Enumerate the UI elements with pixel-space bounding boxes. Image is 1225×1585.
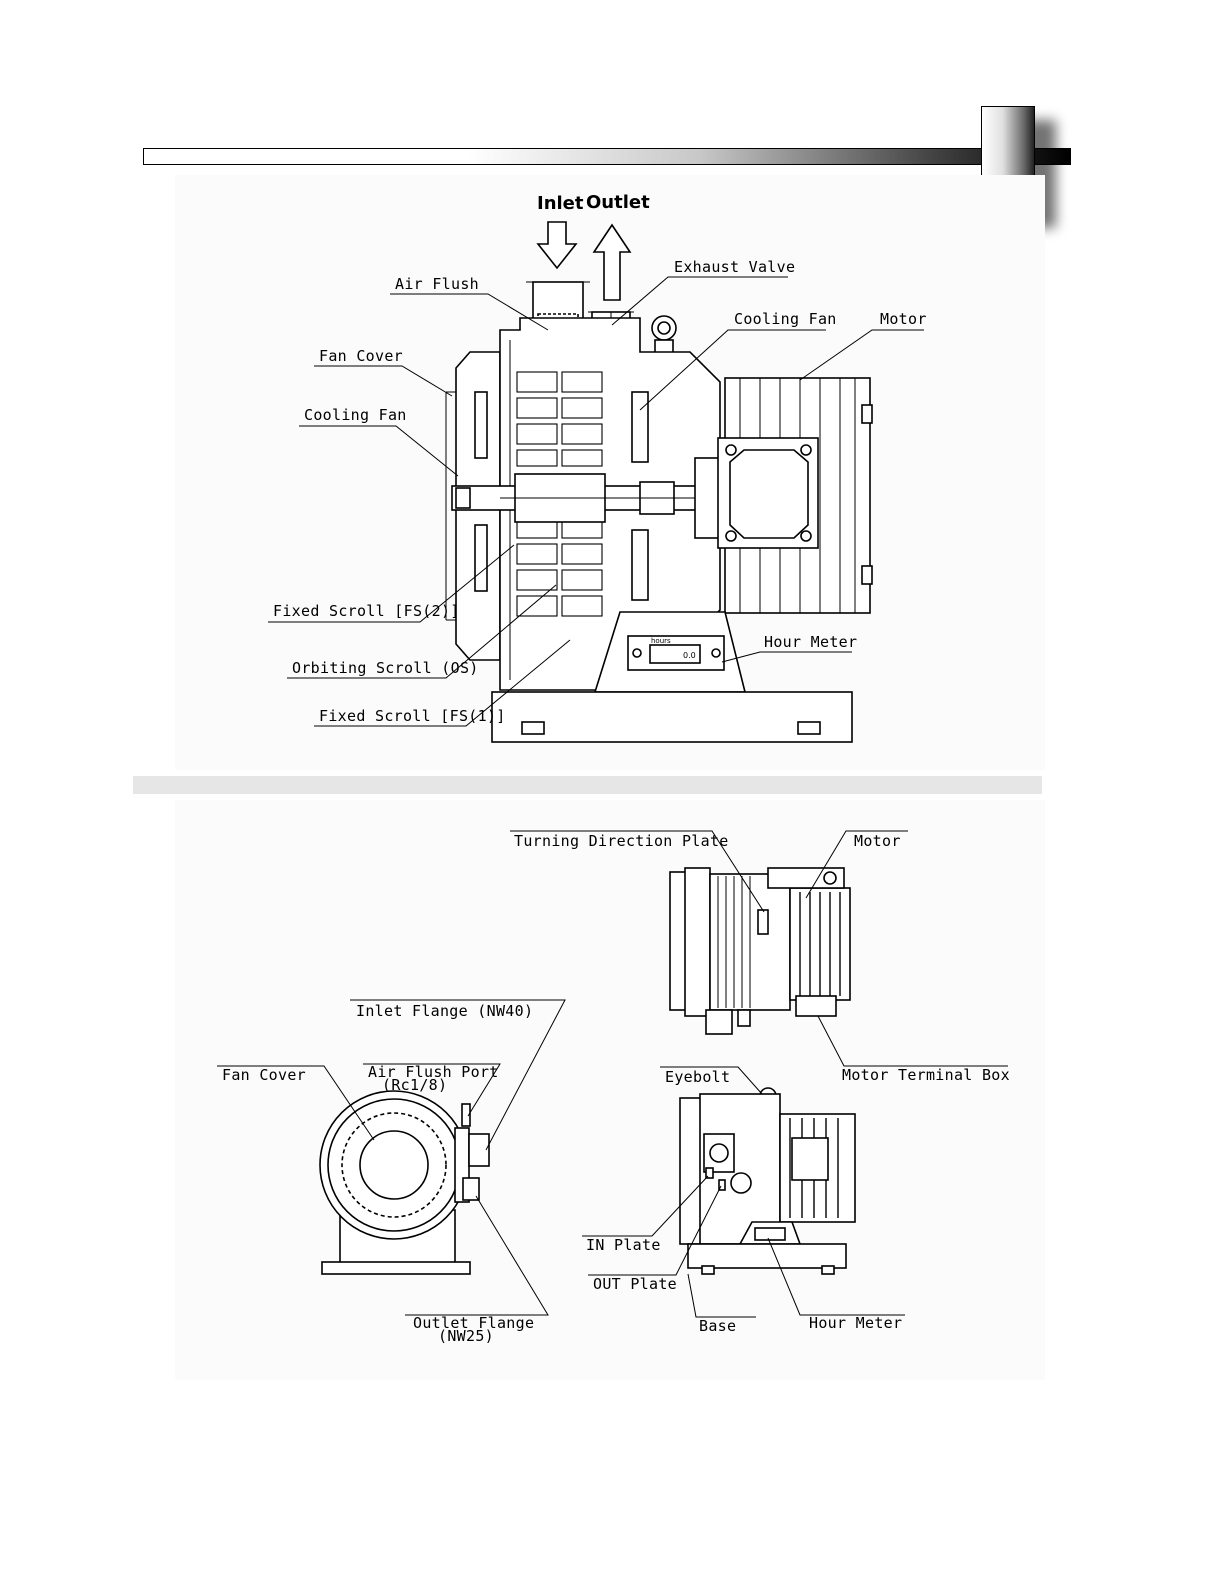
- inlet-flange-label: Inlet Flange (NW40): [356, 1002, 533, 1020]
- hour-meter-housing: [627, 635, 725, 671]
- fan-cover-ext-label: Fan Cover: [222, 1066, 306, 1084]
- base-side: [687, 1243, 847, 1269]
- inlet-arrow: [536, 221, 578, 270]
- motor-terminal-box-label: Motor Terminal Box: [842, 1066, 1010, 1084]
- air-flush-port-label: Air Flush Port: [368, 1063, 499, 1081]
- inlet-label: Inlet: [537, 193, 584, 214]
- outlet-flange-label: Outlet Flange: [413, 1314, 534, 1332]
- front-view-drawing: [319, 1090, 490, 1275]
- orbiting-scroll-label: Orbiting Scroll (OS): [292, 659, 479, 677]
- air-flush-port-size: (Rc1/8): [382, 1076, 447, 1094]
- hour-meter-ext-label: Hour Meter: [809, 1314, 902, 1332]
- scroll-fins-upper: [516, 371, 603, 467]
- hour-meter-value: 0.0: [683, 651, 696, 660]
- outlet-label: Outlet: [586, 192, 650, 213]
- scroll-fins-lower: [516, 519, 603, 617]
- air-flush-label: Air Flush: [395, 275, 479, 293]
- header-gradient-bar: [143, 148, 1071, 165]
- fixed-scroll-2-label: Fixed Scroll [FS(2)]: [273, 602, 460, 620]
- fan-cover-label: Fan Cover: [319, 347, 403, 365]
- in-plate: [705, 1167, 714, 1179]
- side-view-drawing: [679, 1087, 856, 1275]
- section-divider: [133, 776, 1042, 794]
- outlet-flange-front: [462, 1177, 480, 1201]
- exhaust-valve-label: Exhaust Valve: [674, 258, 795, 276]
- motor-ext-label: Motor: [854, 832, 901, 850]
- outlet-arrow: [592, 223, 632, 301]
- top-view-drawing: [669, 867, 851, 1035]
- hour-meter-unit: hours: [651, 637, 671, 645]
- fixed-scroll-1-label: Fixed Scroll [FS(1)]: [319, 707, 506, 725]
- turning-direction-plate-label: Turning Direction Plate: [514, 832, 729, 850]
- base-label: Base: [699, 1317, 736, 1335]
- hour-meter-side: [754, 1227, 786, 1241]
- pump-base: [491, 691, 853, 743]
- in-plate-label: IN Plate: [586, 1236, 661, 1254]
- inlet-flange-front: [468, 1133, 490, 1167]
- cross-section-labels: Inlet Outlet Air Flush Exhaust Valve Coo…: [268, 192, 927, 727]
- cooling-fan-right: [631, 391, 649, 463]
- hour-meter-label: Hour Meter: [764, 633, 857, 651]
- turning-direction-plate: [757, 909, 769, 935]
- outlet-flange-size: (NW25): [438, 1327, 494, 1345]
- external-view-labels: Turning Direction Plate Motor Inlet Flan…: [217, 830, 1010, 1345]
- out-plate: [718, 1179, 726, 1191]
- external-views-panel: [175, 800, 1045, 1380]
- cooling-fan-left-label: Cooling Fan: [304, 406, 407, 424]
- cross-section-drawing: hours 0.0: [445, 221, 873, 743]
- top-view-fins: [717, 876, 751, 1008]
- cooling-fan-right-label: Cooling Fan: [734, 310, 837, 328]
- hour-meter-display: [649, 644, 701, 664]
- motor-label: Motor: [880, 310, 927, 328]
- motor-terminal-box-top: [795, 995, 837, 1017]
- eyebolt-label: Eyebolt: [665, 1068, 730, 1086]
- out-plate-label: OUT Plate: [593, 1275, 677, 1293]
